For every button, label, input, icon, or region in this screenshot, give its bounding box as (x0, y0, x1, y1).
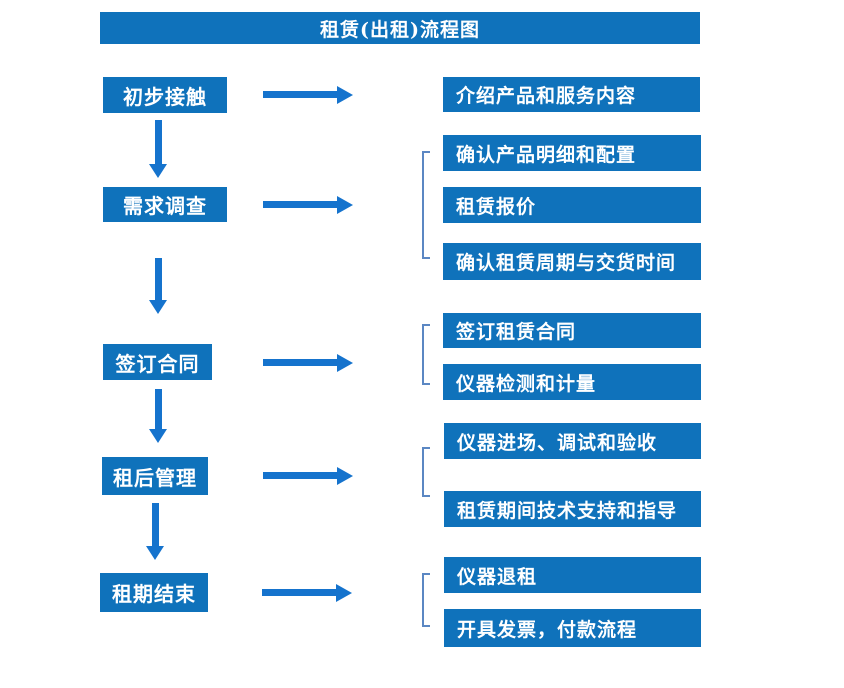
step-box-demand-survey: 需求调查 (103, 187, 227, 222)
detail-box-introduce-products: 介绍产品和服务内容 (443, 77, 700, 112)
bracket-group-demand-survey (422, 151, 430, 259)
detail-box-invoice-payment: 开具发票，付款流程 (444, 609, 701, 647)
detail-box-instrument-return: 仪器退租 (444, 557, 701, 593)
diagram-title: 租赁(出租)流程图 (100, 12, 700, 44)
detail-box-rental-quote: 租赁报价 (443, 187, 701, 223)
detail-box-sign-rental-contract: 签订租赁合同 (443, 313, 701, 348)
detail-box-instrument-testing: 仪器检测和计量 (443, 364, 701, 400)
step-box-sign-contract: 签订合同 (103, 344, 212, 380)
bracket-group-sign-contract (422, 324, 430, 385)
bracket-group-rental-end (422, 573, 430, 627)
step-box-initial-contact: 初步接触 (103, 77, 227, 113)
detail-box-confirm-rental-period: 确认租赁周期与交货时间 (443, 243, 701, 280)
bracket-group-post-rental (422, 447, 430, 497)
detail-box-technical-support: 租赁期间技术支持和指导 (444, 491, 701, 527)
detail-box-confirm-product-details: 确认产品明细和配置 (443, 135, 701, 171)
step-box-rental-end: 租期结束 (100, 573, 208, 612)
step-box-post-rental-management: 租后管理 (102, 457, 208, 495)
detail-box-instrument-setup: 仪器进场、调试和验收 (444, 423, 701, 459)
